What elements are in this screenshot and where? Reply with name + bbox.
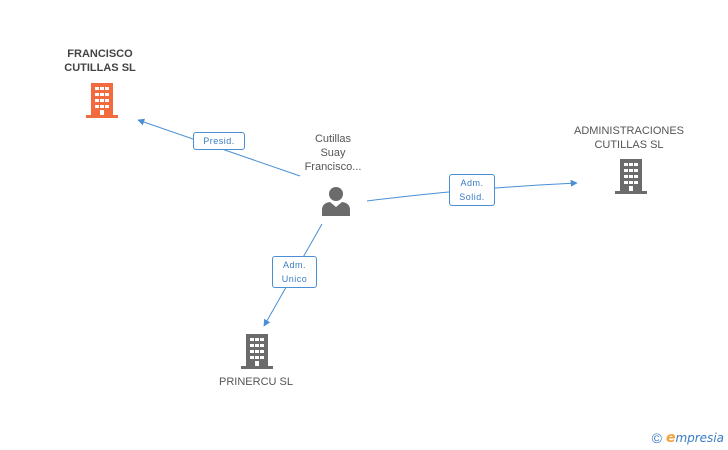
edge-label-adm-unico[interactable]: Adm. Unico xyxy=(272,256,317,288)
node-label-line: Francisco... xyxy=(304,161,362,173)
copyright-icon: © xyxy=(651,430,662,446)
brand-logo[interactable]: empresia xyxy=(666,430,724,446)
node-label-prinercu[interactable]: PRINERCU SL xyxy=(204,375,308,389)
edge-label-line: Adm. xyxy=(460,178,484,188)
building-icon[interactable] xyxy=(86,83,118,119)
node-label-line: CUTILLAS SL xyxy=(64,62,136,74)
brand-name: mpresia xyxy=(675,431,724,445)
node-label-person[interactable]: Cutillas Suay Francisco... xyxy=(288,132,378,174)
node-label-line: CUTILLAS SL xyxy=(594,139,664,151)
edge-label-line: Adm. xyxy=(282,260,306,270)
edge-label-text: Presid. xyxy=(203,136,235,146)
edge-label-line: Unico xyxy=(281,274,308,284)
building-icon[interactable] xyxy=(241,334,273,370)
node-label-line: Cutillas xyxy=(314,133,352,145)
node-label-francisco-cutillas[interactable]: FRANCISCO CUTILLAS SL xyxy=(48,47,152,75)
node-label-line: PRINERCU SL xyxy=(219,376,293,388)
edge-label-adm-solid[interactable]: Adm. Solid. xyxy=(449,174,495,206)
node-label-line: ADMINISTRACIONES xyxy=(573,125,684,137)
footer-brand: © empresia xyxy=(652,430,724,446)
node-label-line: Suay xyxy=(320,147,346,159)
node-label-line: FRANCISCO xyxy=(67,48,133,60)
person-icon[interactable] xyxy=(320,186,352,216)
edge-label-presid[interactable]: Presid. xyxy=(193,132,245,150)
edge-label-line: Solid. xyxy=(459,192,485,202)
node-label-administraciones-cutillas[interactable]: ADMINISTRACIONES CUTILLAS SL xyxy=(570,124,688,152)
building-icon[interactable] xyxy=(615,159,647,195)
brand-initial: e xyxy=(665,430,676,446)
